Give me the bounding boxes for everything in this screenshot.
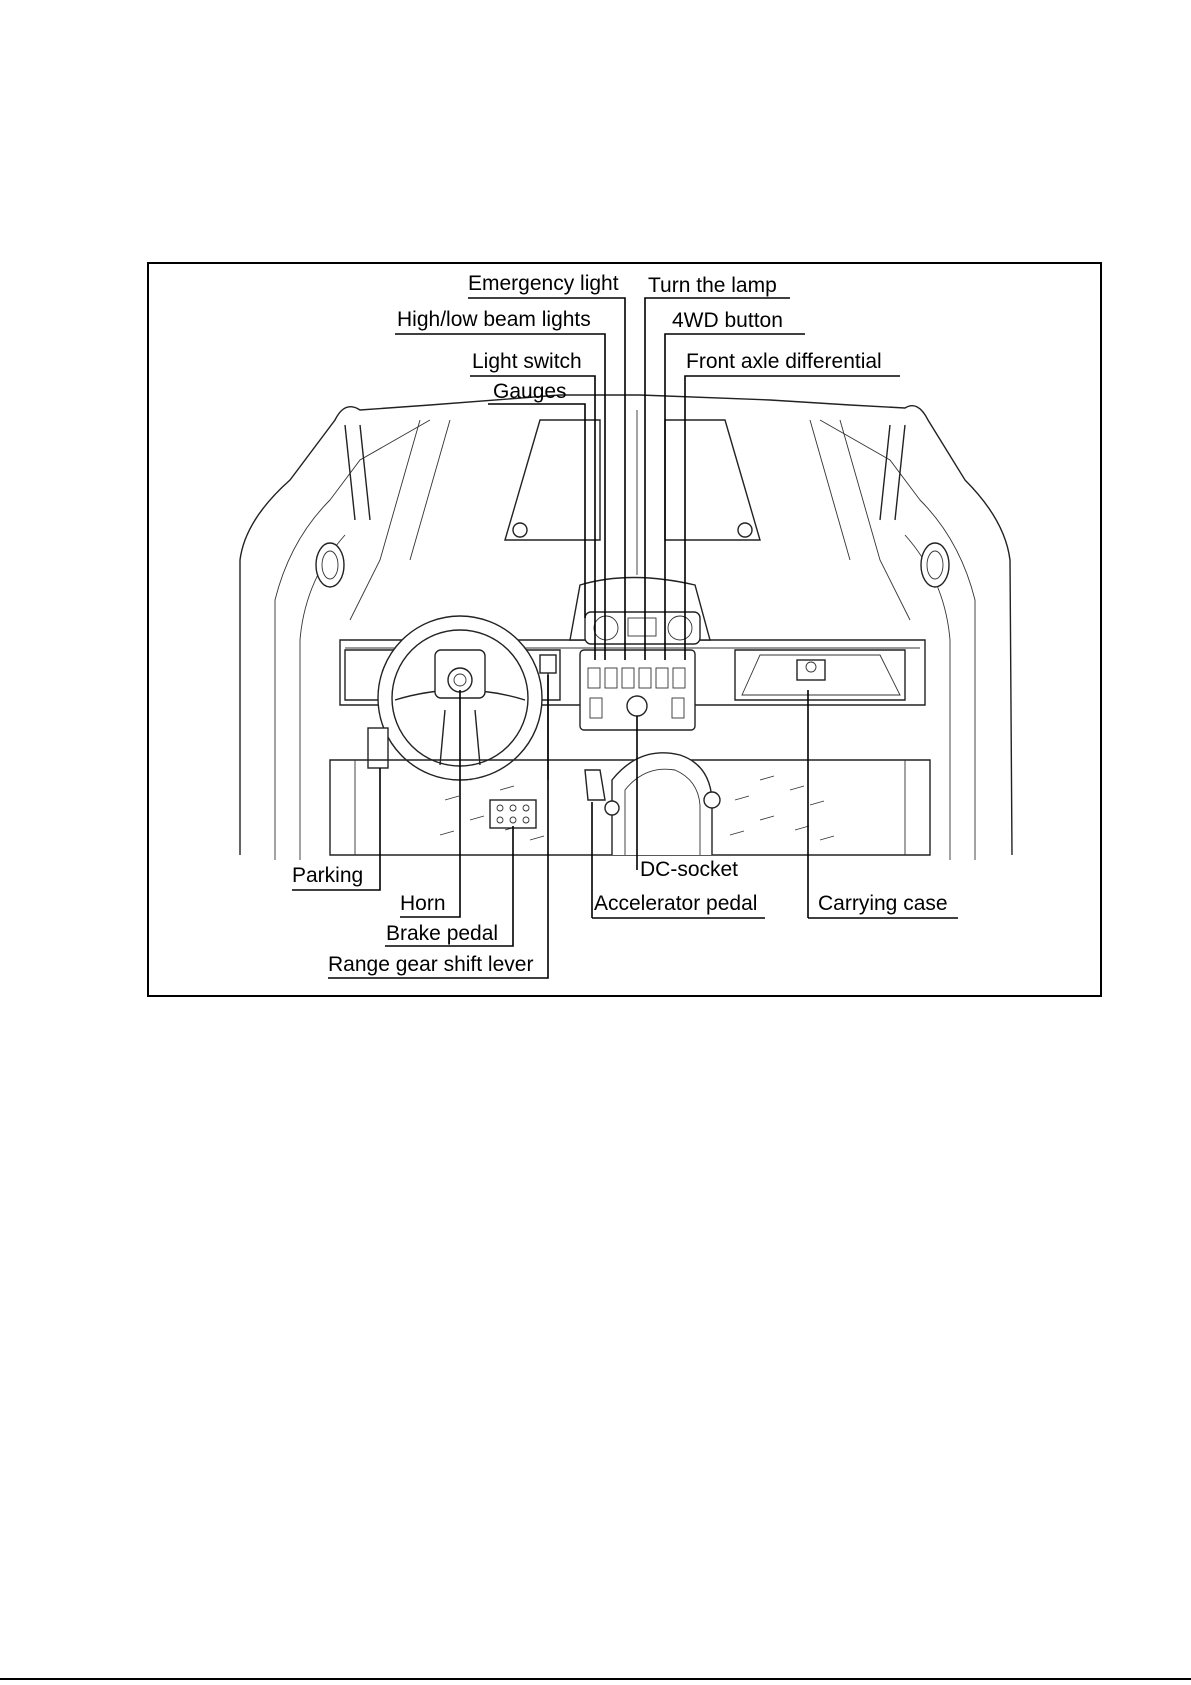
- label-front-axle-differential: Front axle differential: [686, 350, 882, 373]
- label-accelerator-pedal: Accelerator pedal: [594, 892, 757, 915]
- label-dc-socket: DC-socket: [640, 858, 738, 881]
- label-emergency-light: Emergency light: [468, 272, 619, 295]
- label-turn-the-lamp: Turn the lamp: [648, 274, 777, 297]
- label-4wd-button: 4WD button: [672, 309, 783, 332]
- label-high-low-beam: High/low beam lights: [397, 308, 591, 331]
- leader-lines: [292, 298, 958, 978]
- vehicle-drawing: [240, 395, 1012, 860]
- footer-rule: [0, 1678, 1191, 1680]
- label-light-switch: Light switch: [472, 350, 582, 373]
- label-range-gear-shift-lever: Range gear shift lever: [328, 953, 533, 976]
- label-brake-pedal: Brake pedal: [386, 922, 498, 945]
- label-carrying-case: Carrying case: [818, 892, 948, 915]
- label-gauges: Gauges: [493, 380, 567, 403]
- label-horn: Horn: [400, 892, 446, 915]
- label-parking: Parking: [292, 864, 363, 887]
